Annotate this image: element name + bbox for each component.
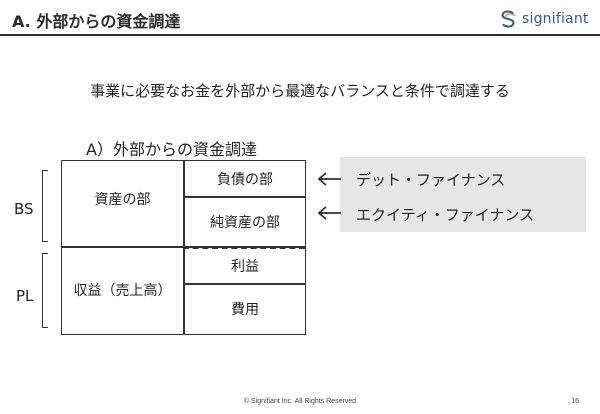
net-assets-cell: 純資産の部 (210, 215, 280, 231)
balance-sheet-table: 資産の部 収益（売上高） 負債の部 純資産の部 利益 費用 (61, 160, 306, 335)
revenue-cell: 収益（売上高） (73, 283, 172, 299)
pl-label: PL (16, 287, 34, 305)
page-number: 16 (571, 398, 579, 405)
profit-cell: 利益 (231, 259, 259, 275)
diagram-title: A）外部からの資金調達 (86, 140, 257, 159)
liabilities-cell: 負債の部 (217, 171, 273, 188)
copyright-footer: © Signifiant Inc. All Rights Reserved (243, 398, 357, 405)
equity-finance-label: エクイティ・ファイナンス (356, 206, 535, 224)
financing-panel (340, 157, 586, 232)
bs-bracket (42, 170, 48, 242)
title-divider (0, 34, 600, 36)
table-divider-profit (183, 283, 305, 285)
expenses-cell: 費用 (231, 302, 259, 318)
table-divider-bs-pl (62, 246, 305, 248)
assets-cell: 資産の部 (94, 191, 151, 208)
arrow-left-icon (317, 172, 341, 186)
company-logo: signifiant (497, 6, 592, 32)
signifiant-logo-icon (501, 10, 516, 28)
arrow-left-icon (317, 206, 341, 220)
logo-text: signifiant (522, 11, 589, 27)
bs-label: BS (14, 200, 34, 218)
table-divider-liabilities (183, 196, 305, 198)
pl-bracket (42, 253, 48, 328)
debt-finance-label: デット・ファイナンス (356, 171, 506, 189)
slide-title: A. 外部からの資金調達 (12, 12, 181, 31)
slide-subtitle: 事業に必要なお金を外部から最適なバランスと条件で調達する (90, 82, 510, 100)
table-divider-dashed (183, 247, 305, 249)
